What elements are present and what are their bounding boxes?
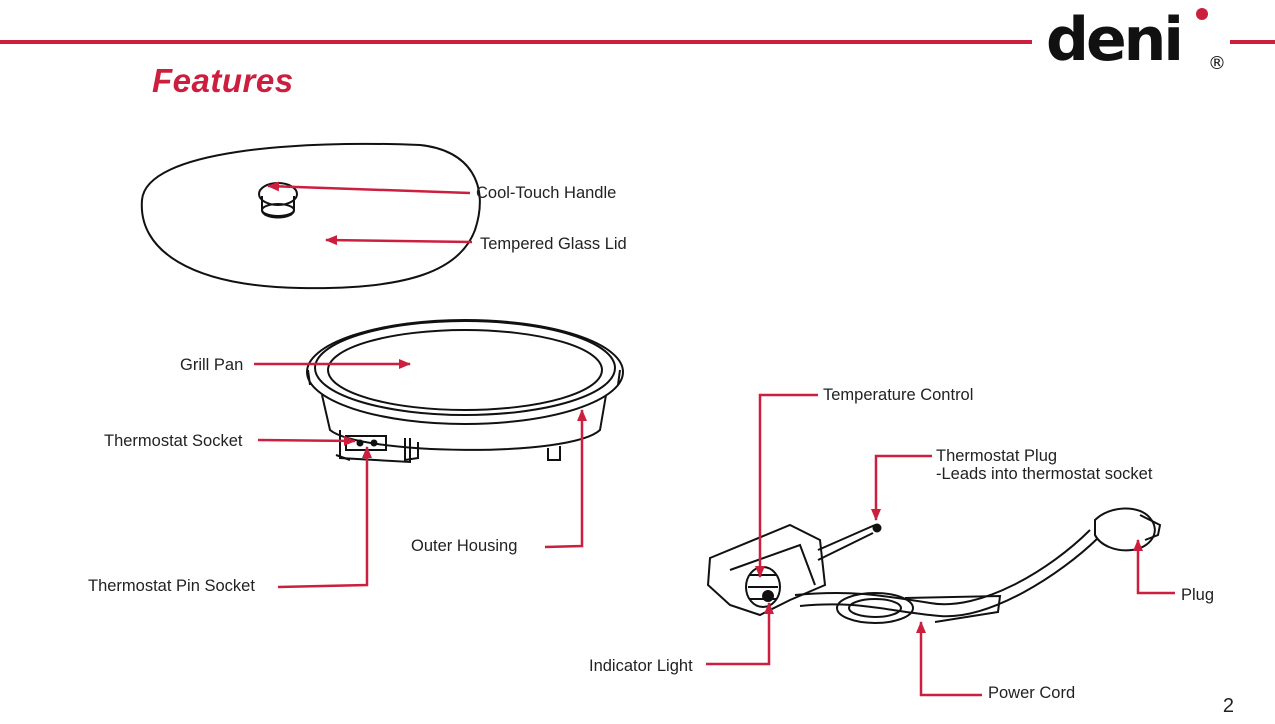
arrow-temperature-control: [755, 393, 818, 578]
arrow-power-cord: [916, 621, 982, 697]
label-power-cord: Power Cord: [988, 684, 1076, 702]
label-temperature-control: Temperature Control: [823, 386, 974, 404]
label-thermostat-pin-socket: Thermostat Pin Socket: [88, 577, 255, 595]
label-cool-touch-handle: Cool-Touch Handle: [476, 184, 617, 202]
thermostat-probe-drawing: [706, 507, 1162, 624]
label-tempered-glass-lid: Tempered Glass Lid: [480, 235, 627, 253]
registered-mark: ®: [1208, 53, 1226, 72]
arrow-indicator-light: [706, 602, 774, 666]
label-plug: Plug: [1181, 586, 1215, 604]
page-title: Features: [152, 62, 294, 99]
label-indicator-light: Indicator Light: [589, 657, 693, 675]
arrow-thermostat-plug: [871, 454, 932, 521]
label-outer-housing: Outer Housing: [411, 537, 518, 555]
logo-dot: [1196, 8, 1208, 20]
label-thermostat-plug-note: -Leads into thermostat socket: [936, 465, 1153, 483]
arrow-tempered-glass-lid: [325, 235, 473, 246]
arrow-cool-touch-handle: [267, 181, 471, 195]
label-thermostat-socket: Thermostat Socket: [104, 432, 243, 450]
arrow-thermostat-pin-socket: [277, 446, 372, 589]
arrow-plug: [1133, 539, 1175, 595]
header-rule-left: [0, 40, 1032, 44]
brand-logo: deni ®: [1046, 5, 1226, 72]
page-number: 2: [1222, 695, 1234, 717]
label-thermostat-plug: Thermostat Plug: [936, 447, 1058, 465]
header-rule-right: [1230, 40, 1275, 44]
brand-logo-text: deni: [1046, 5, 1181, 72]
arrow-outer-housing: [544, 409, 587, 549]
label-grill-pan: Grill Pan: [180, 356, 244, 374]
glass-lid-drawing: [140, 142, 481, 290]
callout-arrows: [254, 181, 1175, 697]
arrow-thermostat-socket: [257, 435, 356, 446]
